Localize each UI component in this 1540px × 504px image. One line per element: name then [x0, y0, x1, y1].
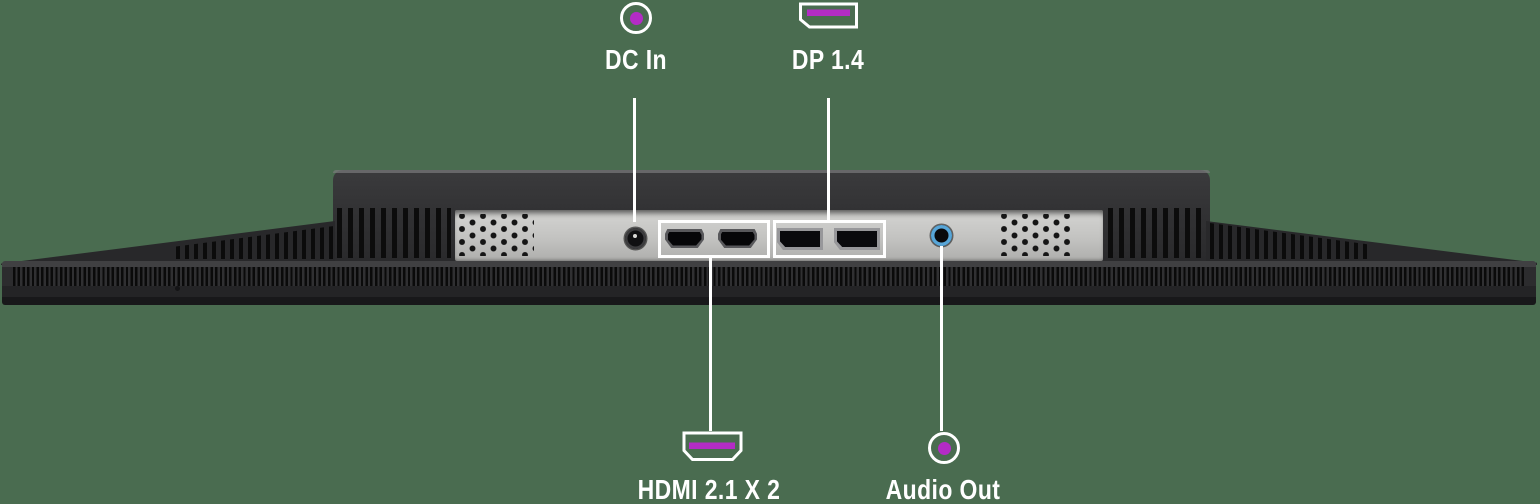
- displayport-1: [777, 228, 823, 250]
- hdmi-port-2: [718, 229, 757, 248]
- hdmi-highlight-box: [658, 220, 770, 258]
- hdmi-port-slot: [720, 231, 755, 246]
- audio-out-icon: [928, 432, 960, 464]
- bezel-screw: [175, 286, 180, 291]
- hdmi-label: HDMI 2.1 X 2: [637, 474, 781, 504]
- dc-in-label: DC In: [604, 44, 667, 75]
- hdmi-port-slot: [667, 231, 702, 246]
- vent-slats-right: [1108, 208, 1205, 258]
- dc-power-jack: [625, 228, 646, 249]
- audio-jack: [931, 225, 952, 246]
- hdmi-callout-line: [709, 258, 712, 431]
- dp-label: DP 1.4: [791, 44, 865, 75]
- audio-out-label: Audio Out: [885, 474, 1001, 504]
- vent-dot-grid-right: [1001, 214, 1073, 256]
- hdmi-icon: [682, 431, 743, 461]
- vent-slats-left: [337, 208, 451, 258]
- displayport-icon: [799, 2, 858, 29]
- monitor-bottom-bezel: [2, 261, 1536, 305]
- dp-port-slot: [837, 231, 877, 247]
- dp-port-slot: [780, 231, 820, 247]
- dp-highlight-box: [773, 220, 886, 258]
- vent-dot-grid-left: [459, 214, 534, 256]
- dc-in-icon: [620, 2, 652, 34]
- bezel-vent-slots: [13, 267, 1524, 286]
- displayport-2: [834, 228, 880, 250]
- audio-callout-line: [940, 246, 943, 431]
- dc-in-callout-line: [633, 98, 636, 222]
- dp-callout-line: [827, 98, 830, 220]
- hdmi-port-1: [665, 229, 704, 248]
